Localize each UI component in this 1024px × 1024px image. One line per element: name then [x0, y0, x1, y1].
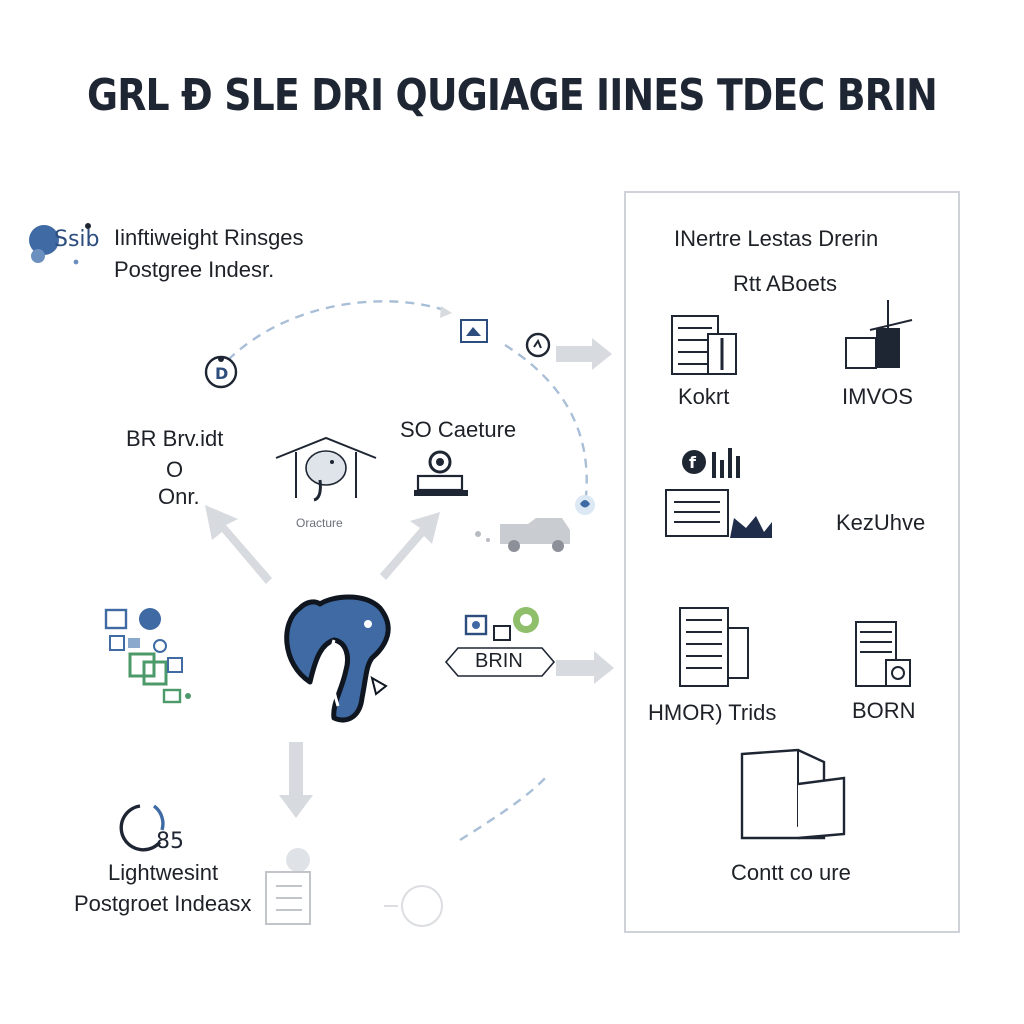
bottom-left-label-line2: Postgroet Indeasx	[74, 891, 252, 916]
svg-text:Ssib: Ssib	[54, 227, 100, 252]
arrow-up-right	[380, 512, 440, 580]
br-label-line3: Onr.	[158, 484, 200, 509]
small-caption: Oracture	[296, 516, 343, 530]
so-caeture-label: SO Caeture	[400, 417, 517, 442]
bottom-left-label-line1: Lightwesint	[108, 860, 219, 885]
dashed-flow-arc	[227, 300, 451, 361]
brin-toolkit-icon	[460, 606, 546, 651]
faded-ring-icon	[384, 876, 454, 941]
refresh-logo-icon: 85	[110, 798, 194, 863]
bars-icon: f	[680, 446, 750, 485]
document-cloud-icon	[258, 846, 322, 933]
server-stack-icon	[678, 606, 750, 695]
arrow-down	[279, 742, 313, 818]
kezuhve-label: KezUhve	[836, 510, 926, 535]
server-rack-icon	[670, 314, 740, 383]
kokrt-label: Kokrt	[678, 384, 730, 409]
arrow-right-top	[556, 338, 612, 370]
brin-banner-label: BRIN	[475, 650, 523, 672]
dashed-flow-arc-bottom	[459, 774, 549, 842]
van-icon	[470, 514, 578, 559]
dashed-flow-arc-right	[504, 343, 588, 506]
top-left-label-line1: Iinftiweight Rinsges	[114, 225, 304, 250]
heart-node-icon	[572, 492, 598, 523]
page-title: GRL Ð SLE DRI QUGIAGE IINES TDEC BRIN	[87, 70, 938, 121]
svg-text:D: D	[215, 364, 228, 383]
d-badge-icon: D	[203, 354, 239, 395]
open-box-icon	[738, 748, 850, 849]
panel-heading-line2: Rtt ABoets	[733, 271, 837, 296]
top-left-label-line2: Postgree Indesr.	[114, 257, 275, 282]
elephant-house-icon	[274, 436, 378, 513]
hmor-trids-label: HMOR) Trids	[648, 700, 777, 725]
camera-machine-icon	[412, 448, 470, 507]
drive-stack-icon	[854, 620, 914, 695]
panel-heading-line1: INertre Lestas Drerin	[674, 226, 879, 251]
born-label: BORN	[852, 698, 916, 723]
top-logo-icon: Ssib	[26, 218, 100, 273]
br-label-line1: BR Brv.idt	[126, 426, 224, 451]
br-label-line2: O	[166, 457, 184, 482]
svg-text:f: f	[689, 453, 697, 472]
app-cluster-icon	[104, 606, 198, 715]
brin-banner	[444, 646, 556, 683]
contt-coure-label: Contt co ure	[731, 860, 851, 885]
arrow-up-left	[205, 505, 272, 584]
wind-box-icon	[842, 300, 918, 377]
imvos-label: IMVOS	[842, 384, 913, 409]
arrow-right-mid	[556, 651, 614, 684]
clock-badge-icon	[525, 332, 551, 363]
arc-arrowhead	[440, 306, 452, 318]
postgres-elephant-logo	[276, 594, 400, 731]
svg-text:85: 85	[156, 829, 184, 854]
form-chart-icon	[664, 488, 776, 545]
image-frame-icon	[459, 318, 489, 351]
